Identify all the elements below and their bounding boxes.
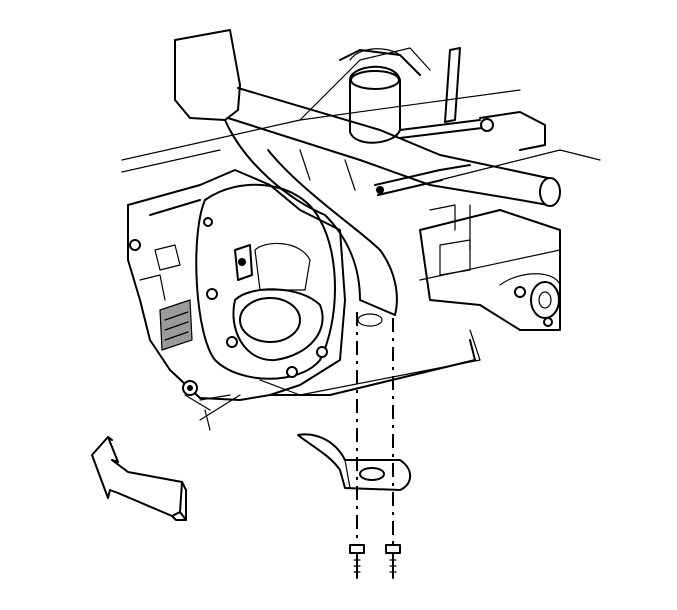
transmission-case — [127, 169, 346, 431]
alignment-lines — [356, 312, 394, 545]
upper-mount — [339, 48, 421, 144]
bolt-left — [349, 544, 365, 579]
bolt-right — [385, 544, 401, 579]
lower-bracket — [297, 433, 412, 491]
frame-outline — [121, 47, 601, 421]
right-housing — [419, 204, 561, 331]
linkage-rods — [374, 47, 546, 196]
bell-housing — [195, 183, 336, 380]
crossmember — [174, 29, 561, 327]
direction-arrow-icon — [91, 436, 187, 521]
